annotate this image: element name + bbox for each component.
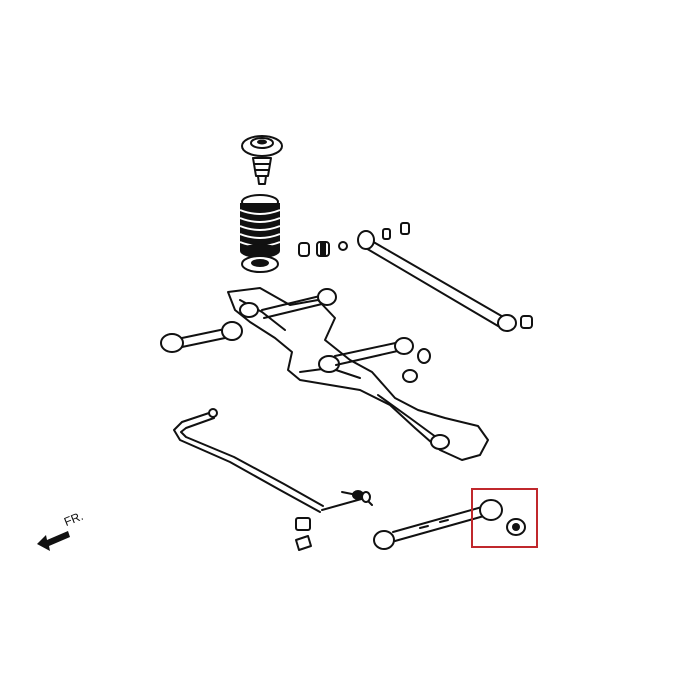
upper-spring-seat: [241, 135, 283, 157]
lower-control-arm: [373, 499, 503, 550]
front-direction-arrow-icon: [37, 531, 70, 551]
highlighted-bushing: [506, 518, 526, 536]
lower-spring-seat: [241, 255, 279, 273]
highlight-box: [471, 488, 538, 548]
upper-control-arm-right: [334, 337, 431, 383]
lower-control-arm-left: [160, 321, 243, 353]
bushing-pair: [298, 241, 348, 257]
stabilizer-link-bushing: [341, 490, 371, 503]
upper-control-arm-left: [261, 288, 337, 319]
bump-stop: [252, 157, 272, 185]
axle-beam: [227, 287, 489, 461]
coil-spring: [239, 194, 281, 258]
stabilizer-bar: [173, 408, 373, 513]
stabilizer-bushing: [295, 517, 312, 551]
lateral-rod: [357, 222, 533, 332]
